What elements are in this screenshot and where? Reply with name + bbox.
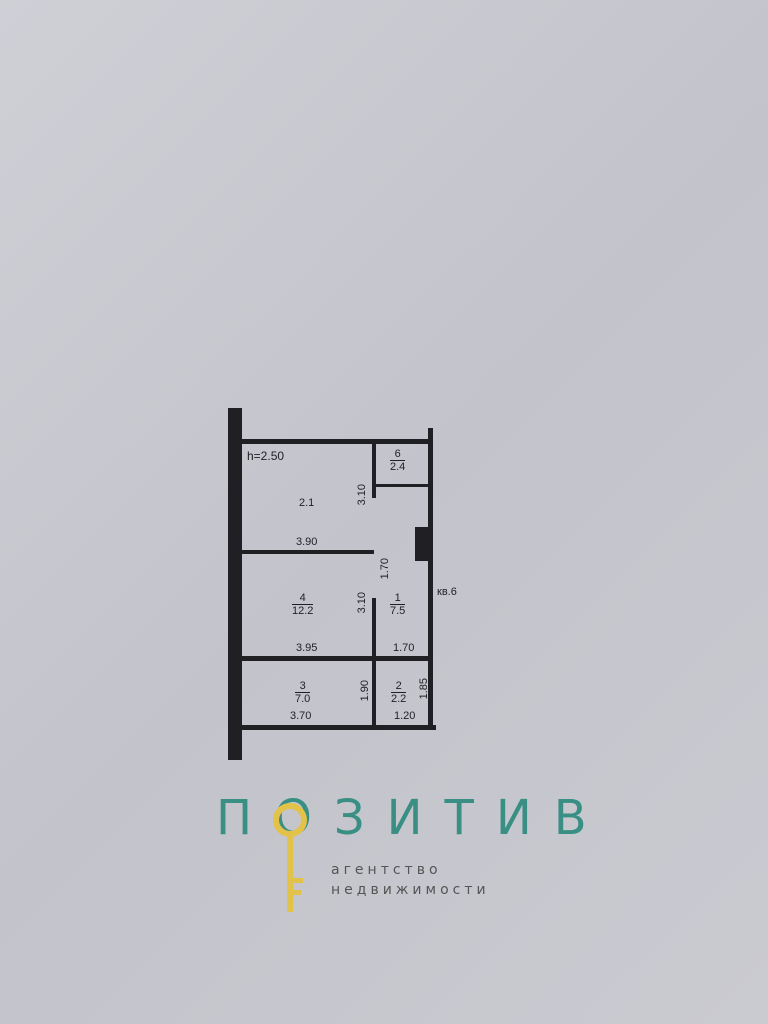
wall-right [428,428,433,728]
wall-row3 [240,656,432,661]
wall-center [372,440,376,498]
dimension: 1.90 [359,680,371,702]
entry-block [415,527,429,561]
wall-center [372,598,376,726]
tagline-1: агентство [331,862,442,878]
dimension: 3.70 [290,710,312,722]
wall-room5-4 [240,550,374,554]
ceiling-height: h=2.50 [247,449,285,463]
dimension: 3.10 [356,484,368,506]
dimension: 1.70 [379,558,391,580]
window [229,455,241,540]
window [229,675,241,725]
wall-bottom [236,725,436,730]
dimension: 3.95 [296,642,318,654]
room-5: 2.1 [299,497,315,509]
key-icon [273,803,307,912]
tagline-2: недвижимости [331,882,490,898]
dimension: 1.70 [393,642,415,654]
dimension: 1.20 [394,710,416,722]
dimension: 3.10 [356,592,368,614]
wall-bath [376,484,428,487]
dimension: 3.90 [296,536,318,548]
dimension: 1.85 [418,678,430,700]
wall-top [240,439,433,444]
window [229,575,241,640]
apartment-label: кв.6 [437,586,457,598]
